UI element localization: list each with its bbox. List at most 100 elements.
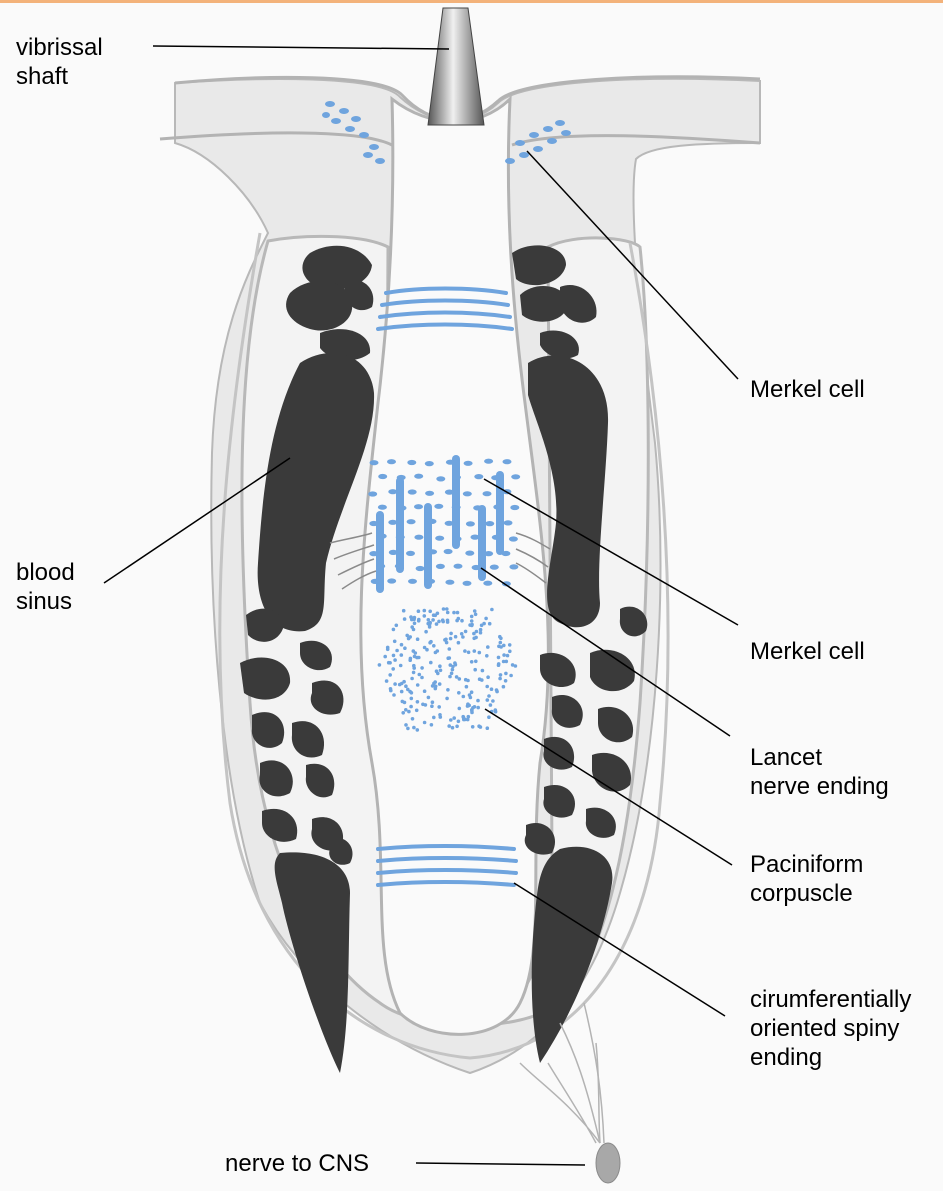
merkel-cell-dot (511, 474, 520, 479)
paciniform-dot (410, 697, 414, 701)
paciniform-dot (450, 672, 454, 676)
paciniform-dot (446, 688, 450, 692)
paciniform-dot (467, 651, 471, 655)
paciniform-dot (423, 689, 427, 693)
paciniform-dot (457, 720, 461, 724)
merkel-cell-dot (387, 578, 396, 583)
paciniform-dot (460, 632, 464, 636)
merkel-cell-dot (509, 564, 518, 569)
paciniform-dot (464, 630, 468, 634)
paciniform-dot (389, 689, 393, 693)
paciniform-dot (470, 660, 474, 664)
merkel-cell-dot (445, 521, 454, 526)
paciniform-dot (430, 723, 434, 727)
merkel-cell-dot (464, 461, 473, 466)
paciniform-dot (393, 658, 397, 662)
paciniform-dot (403, 646, 407, 650)
paciniform-dot (473, 609, 477, 613)
merkel-cell-dot (371, 579, 380, 584)
paciniform-dot (403, 617, 407, 621)
paciniform-dot (415, 656, 419, 660)
merkel-cell-dot (407, 519, 416, 524)
paciniform-dot (405, 634, 409, 638)
paciniform-dot (449, 718, 453, 722)
merkel-cell-dot (492, 535, 501, 540)
paciniform-dot (457, 641, 461, 645)
paciniform-dot (393, 682, 397, 686)
paciniform-dot (412, 671, 416, 675)
paciniform-dot (485, 654, 489, 658)
paciniform-dot (451, 665, 455, 669)
merkel-cell-dot (408, 579, 417, 584)
paciniform-dot (455, 725, 459, 729)
merkel-cell-dot (388, 520, 397, 525)
paciniform-dot (385, 679, 389, 683)
merkel-cell-dot (397, 475, 406, 480)
paciniform-dot (499, 641, 503, 645)
paciniform-dot (412, 664, 416, 668)
paciniform-dot (410, 691, 414, 695)
paciniform-dot (494, 708, 498, 712)
paciniform-dot (479, 631, 483, 635)
paciniform-dot (490, 608, 494, 612)
paciniform-dot (438, 664, 442, 668)
paciniform-dot (499, 645, 503, 649)
merkel-cell-dot (463, 581, 472, 586)
label-paciniform-corpuscle: Paciniform corpuscle (750, 850, 863, 908)
paciniform-dot (404, 708, 408, 712)
paciniform-dot (432, 644, 436, 648)
merkel-cell-dot (484, 551, 493, 556)
merkel-cell-dot (370, 460, 379, 465)
label-merkel-cell-mid: Merkel cell (750, 637, 865, 666)
paciniform-dot (505, 660, 509, 664)
paciniform-dot (470, 619, 474, 623)
merkel-cell-dot (368, 491, 377, 496)
merkel-cell-dot (378, 474, 387, 479)
paciniform-dot (402, 609, 406, 613)
paciniform-dot (426, 622, 430, 626)
paciniform-dot (400, 643, 404, 647)
merkel-cell-dot (491, 475, 500, 480)
merkel-cell-dot (471, 535, 480, 540)
paciniform-dot (484, 617, 488, 621)
paciniform-dot (498, 677, 502, 681)
paciniform-dot (386, 648, 390, 652)
paciniform-dot (497, 656, 501, 660)
paciniform-dot (392, 654, 396, 658)
paciniform-dot (499, 673, 503, 677)
label-lancet-nerve-ending: Lancet nerve ending (750, 743, 889, 801)
merkel-cell-dot (474, 474, 483, 479)
merkel-cell-dot (414, 535, 423, 540)
follicle-diagram: vibrissal shaft Merkel cell blood sinus … (0, 3, 943, 1191)
paciniform-dot (431, 684, 435, 688)
paciniform-dot (438, 713, 442, 717)
paciniform-dot (395, 649, 399, 653)
paciniform-dot (488, 622, 492, 626)
paciniform-dot (428, 610, 432, 614)
paciniform-dot (438, 682, 442, 686)
paciniform-dot (487, 715, 491, 719)
paciniform-dot (400, 690, 404, 694)
paciniform-dot (417, 609, 421, 613)
merkel-cell-dot (395, 564, 404, 569)
merkel-cell-dot (503, 459, 512, 464)
paciniform-dot (392, 628, 396, 632)
merkel-cell-dot (435, 536, 444, 541)
paciniform-dot (479, 725, 483, 729)
paciniform-dot (431, 700, 435, 704)
merkel-cell-dot (485, 521, 494, 526)
paciniform-dot (429, 661, 433, 665)
merkel-cell-dot (425, 461, 434, 466)
paciniform-dot (427, 696, 431, 700)
label-merkel-cell-top: Merkel cell (750, 375, 865, 404)
paciniform-dot (489, 703, 493, 707)
merkel-cell-dot (510, 505, 519, 510)
merkel-cell-dot (407, 460, 416, 465)
label-blood-sinus: blood sinus (16, 558, 75, 616)
paciniform-dot (451, 668, 455, 672)
merkel-cell-dot (452, 475, 461, 480)
paciniform-dot (400, 682, 404, 686)
paciniform-dot (416, 683, 420, 687)
label-nerve-to-cns: nerve to CNS (225, 1149, 369, 1178)
paciniform-dot (416, 728, 420, 732)
